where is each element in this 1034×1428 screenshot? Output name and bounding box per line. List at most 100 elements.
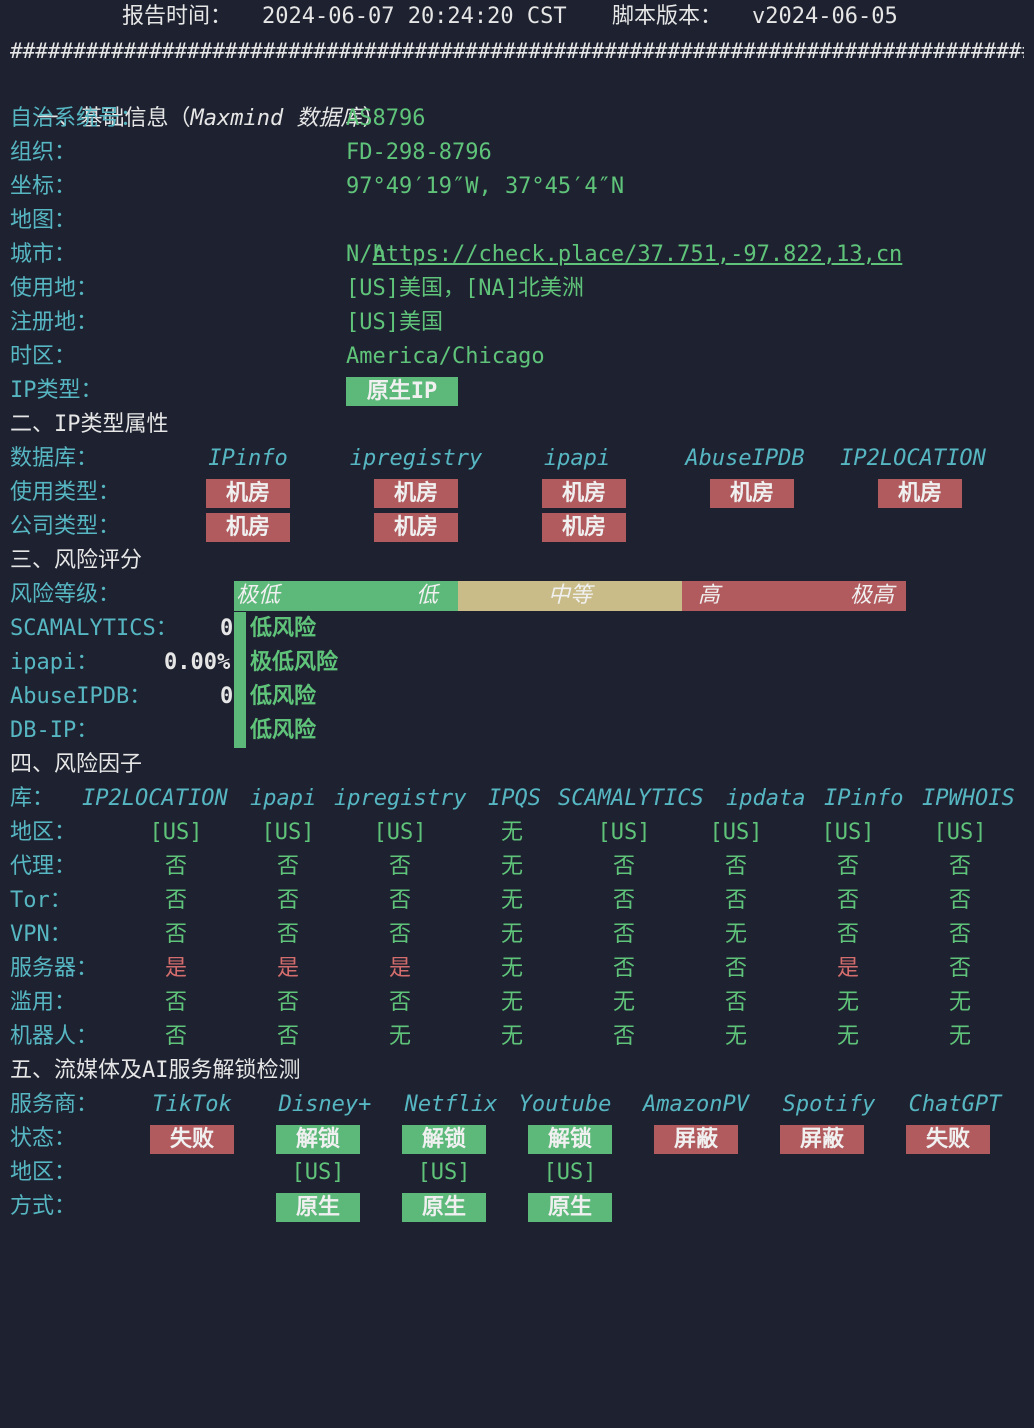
basic-map-row: https://check.place/37.751,-97.822,13,cn	[346, 204, 903, 267]
factor-label-proxy: 代理：	[10, 854, 77, 879]
basic-iptype-label: IP类型：	[10, 378, 103, 403]
factors-db-ipdata: ipdata	[726, 786, 806, 811]
risk-scale-low: 低	[416, 583, 439, 608]
factor-label-tor: Tor：	[10, 888, 72, 913]
factor-row-vpn: VPN：否否否无否无否否	[0, 918, 1034, 952]
basic-asn-value: AS8796	[346, 106, 426, 131]
factor-cell-vpn-ipqs: 无	[500, 922, 523, 947]
separator-line: ########################################…	[10, 39, 1024, 63]
region-netflix: [US]	[417, 1160, 471, 1185]
factor-cell-server-ipdata: 否	[724, 956, 747, 981]
status-badge-chatgpt: 失败	[906, 1125, 990, 1154]
factor-cell-bot-ipqs: 无	[500, 1024, 523, 1049]
factor-cell-tor-scamalytics: 否	[612, 888, 635, 913]
section-basic-db: Maxmind 数据库	[190, 106, 363, 131]
factor-cell-abuse-ipwhois: 无	[948, 990, 971, 1015]
status-badge-spotify: 屏蔽	[780, 1125, 864, 1154]
status-badge-tiktok: 失败	[150, 1125, 234, 1154]
usage-badge-ipapi: 机房	[542, 479, 626, 508]
factor-cell-proxy-ip2location: 否	[164, 854, 187, 879]
report-header: 报告时间： 2024-06-07 20:24:20 CST 脚本版本： v202…	[0, 0, 1034, 34]
section-streaming-heading: 五、流媒体及AI服务解锁检测	[10, 1058, 301, 1083]
basic-org-value: FD-298-8796	[346, 140, 492, 165]
section-basic-close: ）	[362, 106, 385, 131]
factor-cell-tor-ipregistry: 否	[388, 888, 411, 913]
basic-timezone-value: America/Chicago	[346, 344, 545, 369]
factor-cell-bot-ip2location: 否	[164, 1024, 187, 1049]
factor-cell-vpn-ipwhois: 否	[948, 922, 971, 947]
basic-usage-location-label: 使用地：	[10, 276, 99, 301]
factor-cell-proxy-ipapi: 否	[276, 854, 299, 879]
risk-abuseipdb-label: AbuseIPDB：	[10, 684, 152, 709]
usage-badge-ipregistry: 机房	[374, 479, 458, 508]
risk-ipapi-score: 0.00%	[164, 650, 231, 675]
usage-badge-abuseipdb: 机房	[710, 479, 794, 508]
section-risk-heading: 三、风险评分	[10, 548, 143, 573]
factor-cell-abuse-ip2location: 否	[164, 990, 187, 1015]
iptype-badge: 原生IP	[346, 377, 458, 406]
factor-cell-proxy-scamalytics: 否	[612, 854, 635, 879]
streaming-method-row: 方式： 原生 原生 原生	[0, 1190, 1034, 1224]
factor-label-server: 服务器：	[10, 956, 99, 981]
factor-row-proxy: 代理：否否否无否否否否	[0, 850, 1034, 884]
risk-scale-very-low: 极低	[236, 583, 281, 608]
factor-cell-abuse-ipapi: 否	[276, 990, 299, 1015]
method-badge-youtube: 原生	[528, 1193, 612, 1222]
factors-db-ipqs: IPQS	[488, 786, 541, 811]
factors-db-scamalytics: SCAMALYTICS	[558, 786, 704, 811]
status-badge-disney: 解锁	[276, 1125, 360, 1154]
streaming-provider-row: 服务商： TikTok Disney+ Netflix Youtube Amaz…	[0, 1088, 1034, 1122]
factor-cell-region-ipregistry: [US]	[373, 820, 427, 845]
factor-cell-tor-ipwhois: 否	[948, 888, 971, 913]
streaming-region-label: 地区：	[10, 1160, 77, 1185]
factor-cell-server-ip2location: 是	[164, 956, 187, 981]
factor-cell-bot-ipregistry: 无	[388, 1024, 411, 1049]
factor-label-bot: 机器人：	[10, 1024, 99, 1049]
factor-cell-proxy-ipdata: 否	[724, 854, 747, 879]
basic-coords-label: 坐标：	[10, 174, 77, 199]
factor-cell-region-scamalytics: [US]	[597, 820, 651, 845]
company-badge-ipregistry: 机房	[374, 513, 458, 542]
factor-cell-server-ipqs: 无	[500, 956, 523, 981]
service-tiktok: TikTok	[152, 1092, 232, 1117]
factors-lib-label: 库：	[10, 786, 55, 811]
report-time-value: 2024-06-07 20:24:20 CST	[262, 4, 567, 29]
iptype-db-ipregistry: ipregistry	[349, 446, 483, 471]
risk-level-label: 风险等级：	[10, 582, 121, 607]
factor-cell-bot-scamalytics: 否	[612, 1024, 635, 1049]
factors-db-ipregistry: ipregistry	[334, 786, 467, 811]
risk-abuseipdb-verdict: 低风险	[250, 684, 317, 709]
streaming-region-row: 地区： [US] [US] [US]	[0, 1156, 1034, 1190]
factor-cell-vpn-ipregistry: 否	[388, 922, 411, 947]
factor-cell-vpn-scamalytics: 否	[612, 922, 635, 947]
factor-cell-tor-ipinfo: 否	[836, 888, 859, 913]
status-badge-youtube: 解锁	[528, 1125, 612, 1154]
factor-cell-region-ipdata: [US]	[709, 820, 763, 845]
region-disney: [US]	[291, 1160, 345, 1185]
factors-db-ipinfo: IPinfo	[824, 786, 904, 811]
iptype-db-label: 数据库：	[10, 446, 99, 471]
streaming-method-label: 方式：	[10, 1194, 77, 1219]
factor-cell-tor-ipqs: 无	[500, 888, 523, 913]
factor-cell-proxy-ipwhois: 否	[948, 854, 971, 879]
basic-map-label: 地图：	[10, 208, 77, 233]
risk-row-abuseipdb: AbuseIPDB： 0 低风险	[0, 680, 1034, 714]
factor-cell-vpn-ip2location: 否	[164, 922, 187, 947]
streaming-provider-label: 服务商：	[10, 1092, 99, 1117]
factor-cell-bot-ipdata: 无	[724, 1024, 747, 1049]
risk-indicator-bar	[234, 612, 246, 748]
script-version-value: v2024-06-05	[752, 4, 898, 29]
factor-cell-proxy-ipregistry: 否	[388, 854, 411, 879]
factor-row-abuse: 滥用：否否否无无否无无	[0, 986, 1034, 1020]
risk-scamalytics-score: 0	[220, 616, 234, 641]
method-badge-disney: 原生	[276, 1193, 360, 1222]
risk-scamalytics-verdict: 低风险	[250, 616, 317, 641]
iptype-db-ip2location: IP2LOCATION	[840, 446, 986, 471]
company-badge-ipinfo: 机房	[206, 513, 290, 542]
factor-cell-region-ipwhois: [US]	[933, 820, 987, 845]
risk-dbip-verdict: 低风险	[250, 718, 317, 743]
script-version-label: 脚本版本：	[612, 4, 723, 29]
factors-lib-row: 库： IP2LOCATION ipapi ipregistry IPQS SCA…	[0, 782, 1034, 816]
streaming-status-row: 状态： 失败 解锁 解锁 解锁 屏蔽 屏蔽 失败	[0, 1122, 1034, 1156]
map-link[interactable]: https://check.place/37.751,-97.822,13,cn	[372, 242, 903, 267]
